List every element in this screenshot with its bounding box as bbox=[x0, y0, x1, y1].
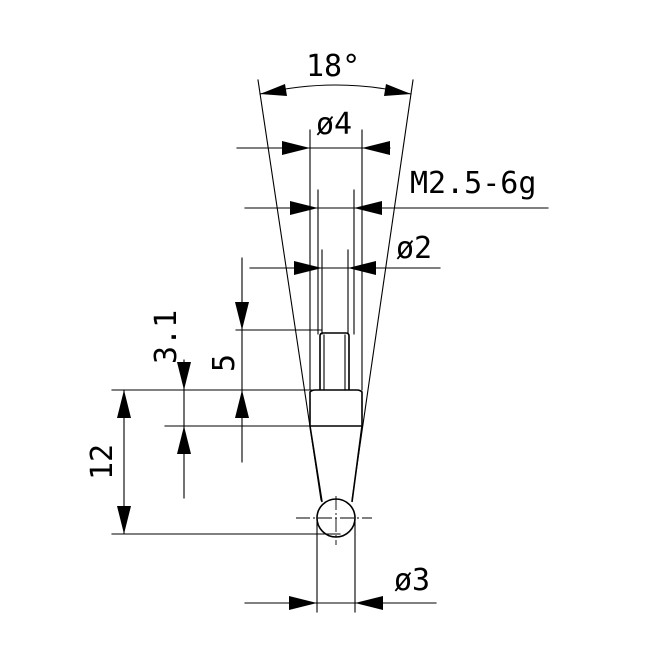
stylus-part bbox=[296, 332, 372, 545]
shaft-diameter-label: ø2 bbox=[396, 231, 432, 266]
angle-dimension: 18° bbox=[259, 49, 412, 96]
tip-length-dimension: 12 bbox=[85, 389, 131, 535]
tip-length-label: 12 bbox=[85, 444, 120, 480]
shaft-length-dimension: 3.1 bbox=[149, 310, 191, 499]
angle-label: 18° bbox=[306, 49, 360, 84]
shaft-diameter-dimension: ø2 bbox=[249, 231, 441, 275]
thread-length-label: 5 bbox=[207, 354, 242, 372]
thread-length-dimension: 5 bbox=[207, 257, 249, 463]
thread-label: M2.5-6g bbox=[410, 166, 536, 201]
ball-diameter-label: ø3 bbox=[394, 563, 430, 598]
shaft-length-label: 3.1 bbox=[149, 310, 184, 364]
outer-diameter-dimension: ø4 bbox=[236, 107, 391, 155]
reference-lines bbox=[111, 329, 341, 535]
ball-diameter-dimension: ø3 bbox=[244, 517, 437, 613]
extension-lines-top bbox=[309, 129, 363, 391]
outer-diameter-label: ø4 bbox=[316, 107, 352, 142]
thread-dimension: M2.5-6g bbox=[244, 166, 549, 215]
